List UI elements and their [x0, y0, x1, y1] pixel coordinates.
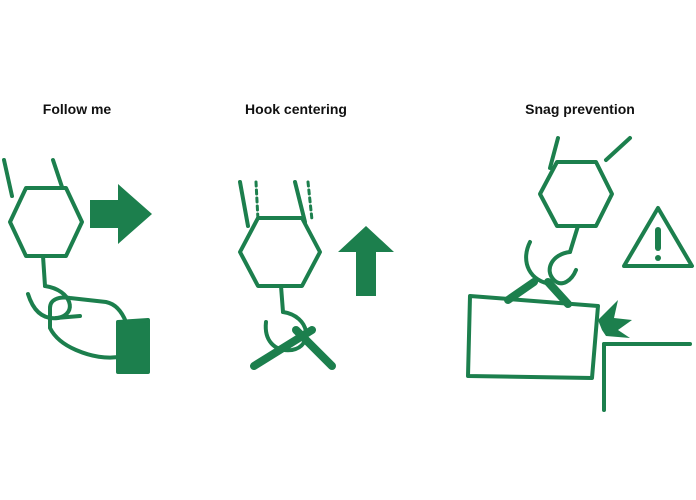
snag-prevention-illustration — [466, 136, 694, 412]
arrow-up-icon — [338, 226, 394, 296]
panel-title-follow-me: Follow me — [42, 101, 112, 117]
load-box-icon — [466, 294, 600, 380]
panel-title-hook-centering: Hook centering — [245, 101, 347, 117]
snag-burst-icon — [598, 300, 632, 338]
hook-centering-illustration — [238, 180, 394, 370]
hand-icon — [48, 295, 150, 374]
hook-block-icon — [2, 158, 84, 321]
sling-lines — [250, 326, 336, 370]
cable-lines — [238, 180, 314, 228]
obstacle-wall — [602, 342, 692, 412]
arrow-right-icon — [90, 184, 152, 244]
hook-block-icon — [524, 136, 632, 286]
follow-me-illustration — [2, 158, 152, 374]
sling-lines — [504, 278, 572, 308]
panel-title-snag-prevention: Snag prevention — [525, 101, 635, 117]
hook-block-icon — [238, 216, 322, 353]
warning-icon — [622, 206, 694, 268]
